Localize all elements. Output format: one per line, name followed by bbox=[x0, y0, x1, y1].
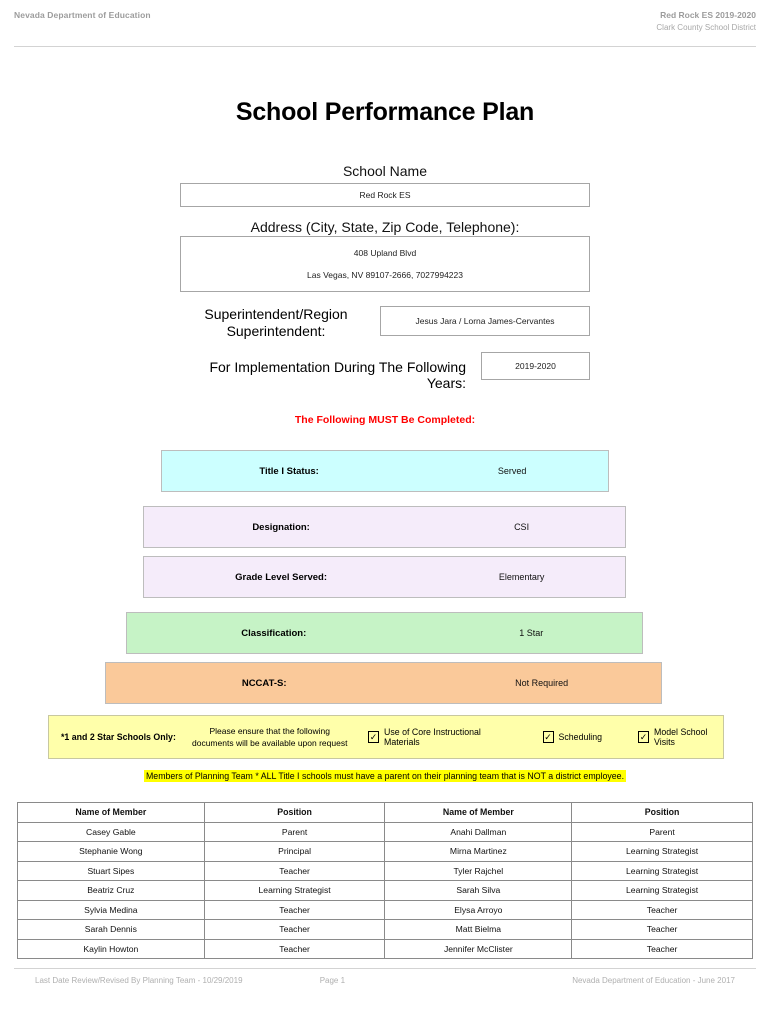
member-name-1: Stuart Sipes bbox=[17, 860, 205, 881]
planning-team-table: Name of Member Position Name of Member P… bbox=[17, 802, 753, 959]
status-bar-title-i[interactable]: Title I Status: Served bbox=[161, 450, 609, 492]
member-name-2: Elysa Arroyo bbox=[384, 899, 573, 920]
status-bar-label: Grade Level Served: bbox=[235, 571, 328, 583]
star-schools-note: Please ensure that the following documen… bbox=[189, 725, 350, 750]
footer-divider bbox=[14, 968, 756, 969]
school-name-value: Red Rock ES bbox=[359, 189, 411, 200]
member-name-1: Sarah Dennis bbox=[17, 919, 205, 940]
member-position-2: Learning Strategist bbox=[571, 860, 753, 881]
member-position-1: Parent bbox=[203, 821, 386, 842]
member-position-2: Teacher bbox=[571, 899, 753, 920]
must-complete-heading: The Following MUST Be Completed: bbox=[294, 414, 476, 426]
implementation-years-label: For Implementation During The Following … bbox=[209, 359, 466, 391]
address-field[interactable]: 408 Upland Blvd Las Vegas, NV 89107-2666… bbox=[180, 236, 590, 292]
status-bar-label: Classification: bbox=[241, 627, 307, 639]
member-position-2: Teacher bbox=[571, 919, 753, 940]
status-bar-value: Served bbox=[497, 466, 527, 476]
school-name-label: School Name bbox=[342, 163, 428, 179]
address-line-1: 408 Upland Blvd bbox=[353, 247, 417, 258]
status-bar-grade-level[interactable]: Grade Level Served: Elementary bbox=[143, 556, 626, 598]
member-name-2: Sarah Silva bbox=[384, 880, 573, 901]
status-bar-nccat-s[interactable]: NCCAT-S: Not Required bbox=[105, 662, 662, 704]
checkbox-core-instructional-materials[interactable]: ✓ Use of Core Instructional Materials bbox=[368, 727, 507, 747]
member-name-1: Stephanie Wong bbox=[17, 841, 205, 862]
school-name-field[interactable]: Red Rock ES bbox=[180, 183, 590, 207]
star-schools-note-line-2: documents will be available upon request bbox=[192, 738, 348, 748]
footer-source: Nevada Department of Education - June 20… bbox=[572, 976, 735, 985]
superintendent-label: Superintendent/Region Superintendent: bbox=[204, 306, 348, 339]
document-header: Nevada Department of Education Red Rock … bbox=[14, 10, 756, 32]
member-position-1: Teacher bbox=[203, 899, 386, 920]
member-position-1: Teacher bbox=[203, 860, 386, 881]
status-bar-label: NCCAT-S: bbox=[241, 677, 287, 689]
table-header-row: Name of Member Position Name of Member P… bbox=[17, 802, 753, 823]
member-position-2: Learning Strategist bbox=[571, 841, 753, 862]
header-school-year: Red Rock ES 2019-2020 bbox=[660, 10, 756, 20]
star-schools-band: *1 and 2 Star Schools Only: Please ensur… bbox=[48, 715, 724, 759]
member-name-1: Casey Gable bbox=[17, 821, 205, 842]
member-position-1: Principal bbox=[203, 841, 386, 862]
planning-team-note-text: Members of Planning Team * ALL Title I s… bbox=[143, 770, 627, 782]
footer-page-number: Page 1 bbox=[319, 976, 346, 985]
checkbox-label: Scheduling bbox=[558, 732, 603, 742]
checkmark-icon[interactable]: ✓ bbox=[638, 731, 650, 743]
member-position-2: Teacher bbox=[571, 938, 753, 959]
implementation-years-field[interactable]: 2019-2020 bbox=[481, 352, 590, 380]
implementation-years-value: 2019-2020 bbox=[515, 360, 556, 371]
member-position-1: Learning Strategist bbox=[203, 880, 386, 901]
header-divider bbox=[14, 46, 756, 47]
member-position-2: Parent bbox=[571, 821, 753, 842]
column-header-name-1: Name of Member bbox=[17, 802, 205, 823]
star-schools-label: *1 and 2 Star Schools Only: bbox=[61, 732, 176, 742]
superintendent-value: Jesus Jara / Lorna James-Cervantes bbox=[415, 315, 555, 326]
status-bar-value: Elementary bbox=[498, 572, 545, 582]
member-name-2: Mirna Martinez bbox=[384, 841, 573, 862]
checkmark-icon[interactable]: ✓ bbox=[542, 731, 554, 743]
member-name-2: Jennifer McClister bbox=[384, 938, 573, 959]
header-district: Clark County School District bbox=[656, 23, 756, 32]
address-line-2: Las Vegas, NV 89107-2666, 7027994223 bbox=[307, 269, 463, 280]
status-bar-classification[interactable]: Classification: 1 Star bbox=[126, 612, 643, 654]
footer-revision-date: Last Date Review/Revised By Planning Tea… bbox=[35, 976, 243, 985]
status-bar-value: CSI bbox=[514, 522, 530, 532]
column-header-position-2: Position bbox=[571, 802, 753, 823]
member-position-2: Learning Strategist bbox=[571, 880, 753, 901]
checkmark-icon[interactable]: ✓ bbox=[368, 731, 380, 743]
checkbox-model-school-visits[interactable]: ✓ Model School Visits bbox=[638, 727, 723, 747]
column-header-name-2: Name of Member bbox=[384, 802, 573, 823]
member-name-2: Anahi Dallman bbox=[384, 821, 573, 842]
status-bar-designation[interactable]: Designation: CSI bbox=[143, 506, 626, 548]
document-footer: Last Date Review/Revised By Planning Tea… bbox=[35, 976, 735, 985]
star-schools-note-line-1: Please ensure that the following bbox=[209, 725, 330, 736]
page-title: School Performance Plan bbox=[235, 98, 535, 126]
member-name-1: Beatriz Cruz bbox=[17, 880, 205, 901]
member-name-2: Matt Bielma bbox=[384, 919, 573, 940]
column-header-position-1: Position bbox=[203, 802, 386, 823]
member-position-1: Teacher bbox=[203, 938, 386, 959]
header-school-info: Red Rock ES 2019-2020 Clark County Schoo… bbox=[656, 10, 756, 32]
superintendent-field[interactable]: Jesus Jara / Lorna James-Cervantes bbox=[380, 306, 590, 336]
checkbox-label: Model School Visits bbox=[654, 727, 708, 747]
status-bar-value: Not Required bbox=[515, 678, 569, 688]
status-bar-value: 1 Star bbox=[519, 628, 544, 638]
header-agency-name: Nevada Department of Education bbox=[14, 10, 151, 20]
member-position-1: Teacher bbox=[203, 919, 386, 940]
status-bar-label: Title I Status: bbox=[259, 465, 319, 477]
checkbox-label: Use of Core Instructional Materials bbox=[384, 727, 481, 747]
member-name-2: Tyler Rajchel bbox=[384, 860, 573, 881]
member-name-1: Sylvia Medina bbox=[17, 899, 205, 920]
address-label: Address (City, State, Zip Code, Telephon… bbox=[250, 219, 520, 235]
status-bar-label: Designation: bbox=[252, 521, 310, 533]
planning-team-note: Members of Planning Team * ALL Title I s… bbox=[0, 766, 770, 784]
checkbox-scheduling[interactable]: ✓ Scheduling bbox=[542, 731, 603, 743]
member-name-1: Kaylin Howton bbox=[17, 938, 205, 959]
